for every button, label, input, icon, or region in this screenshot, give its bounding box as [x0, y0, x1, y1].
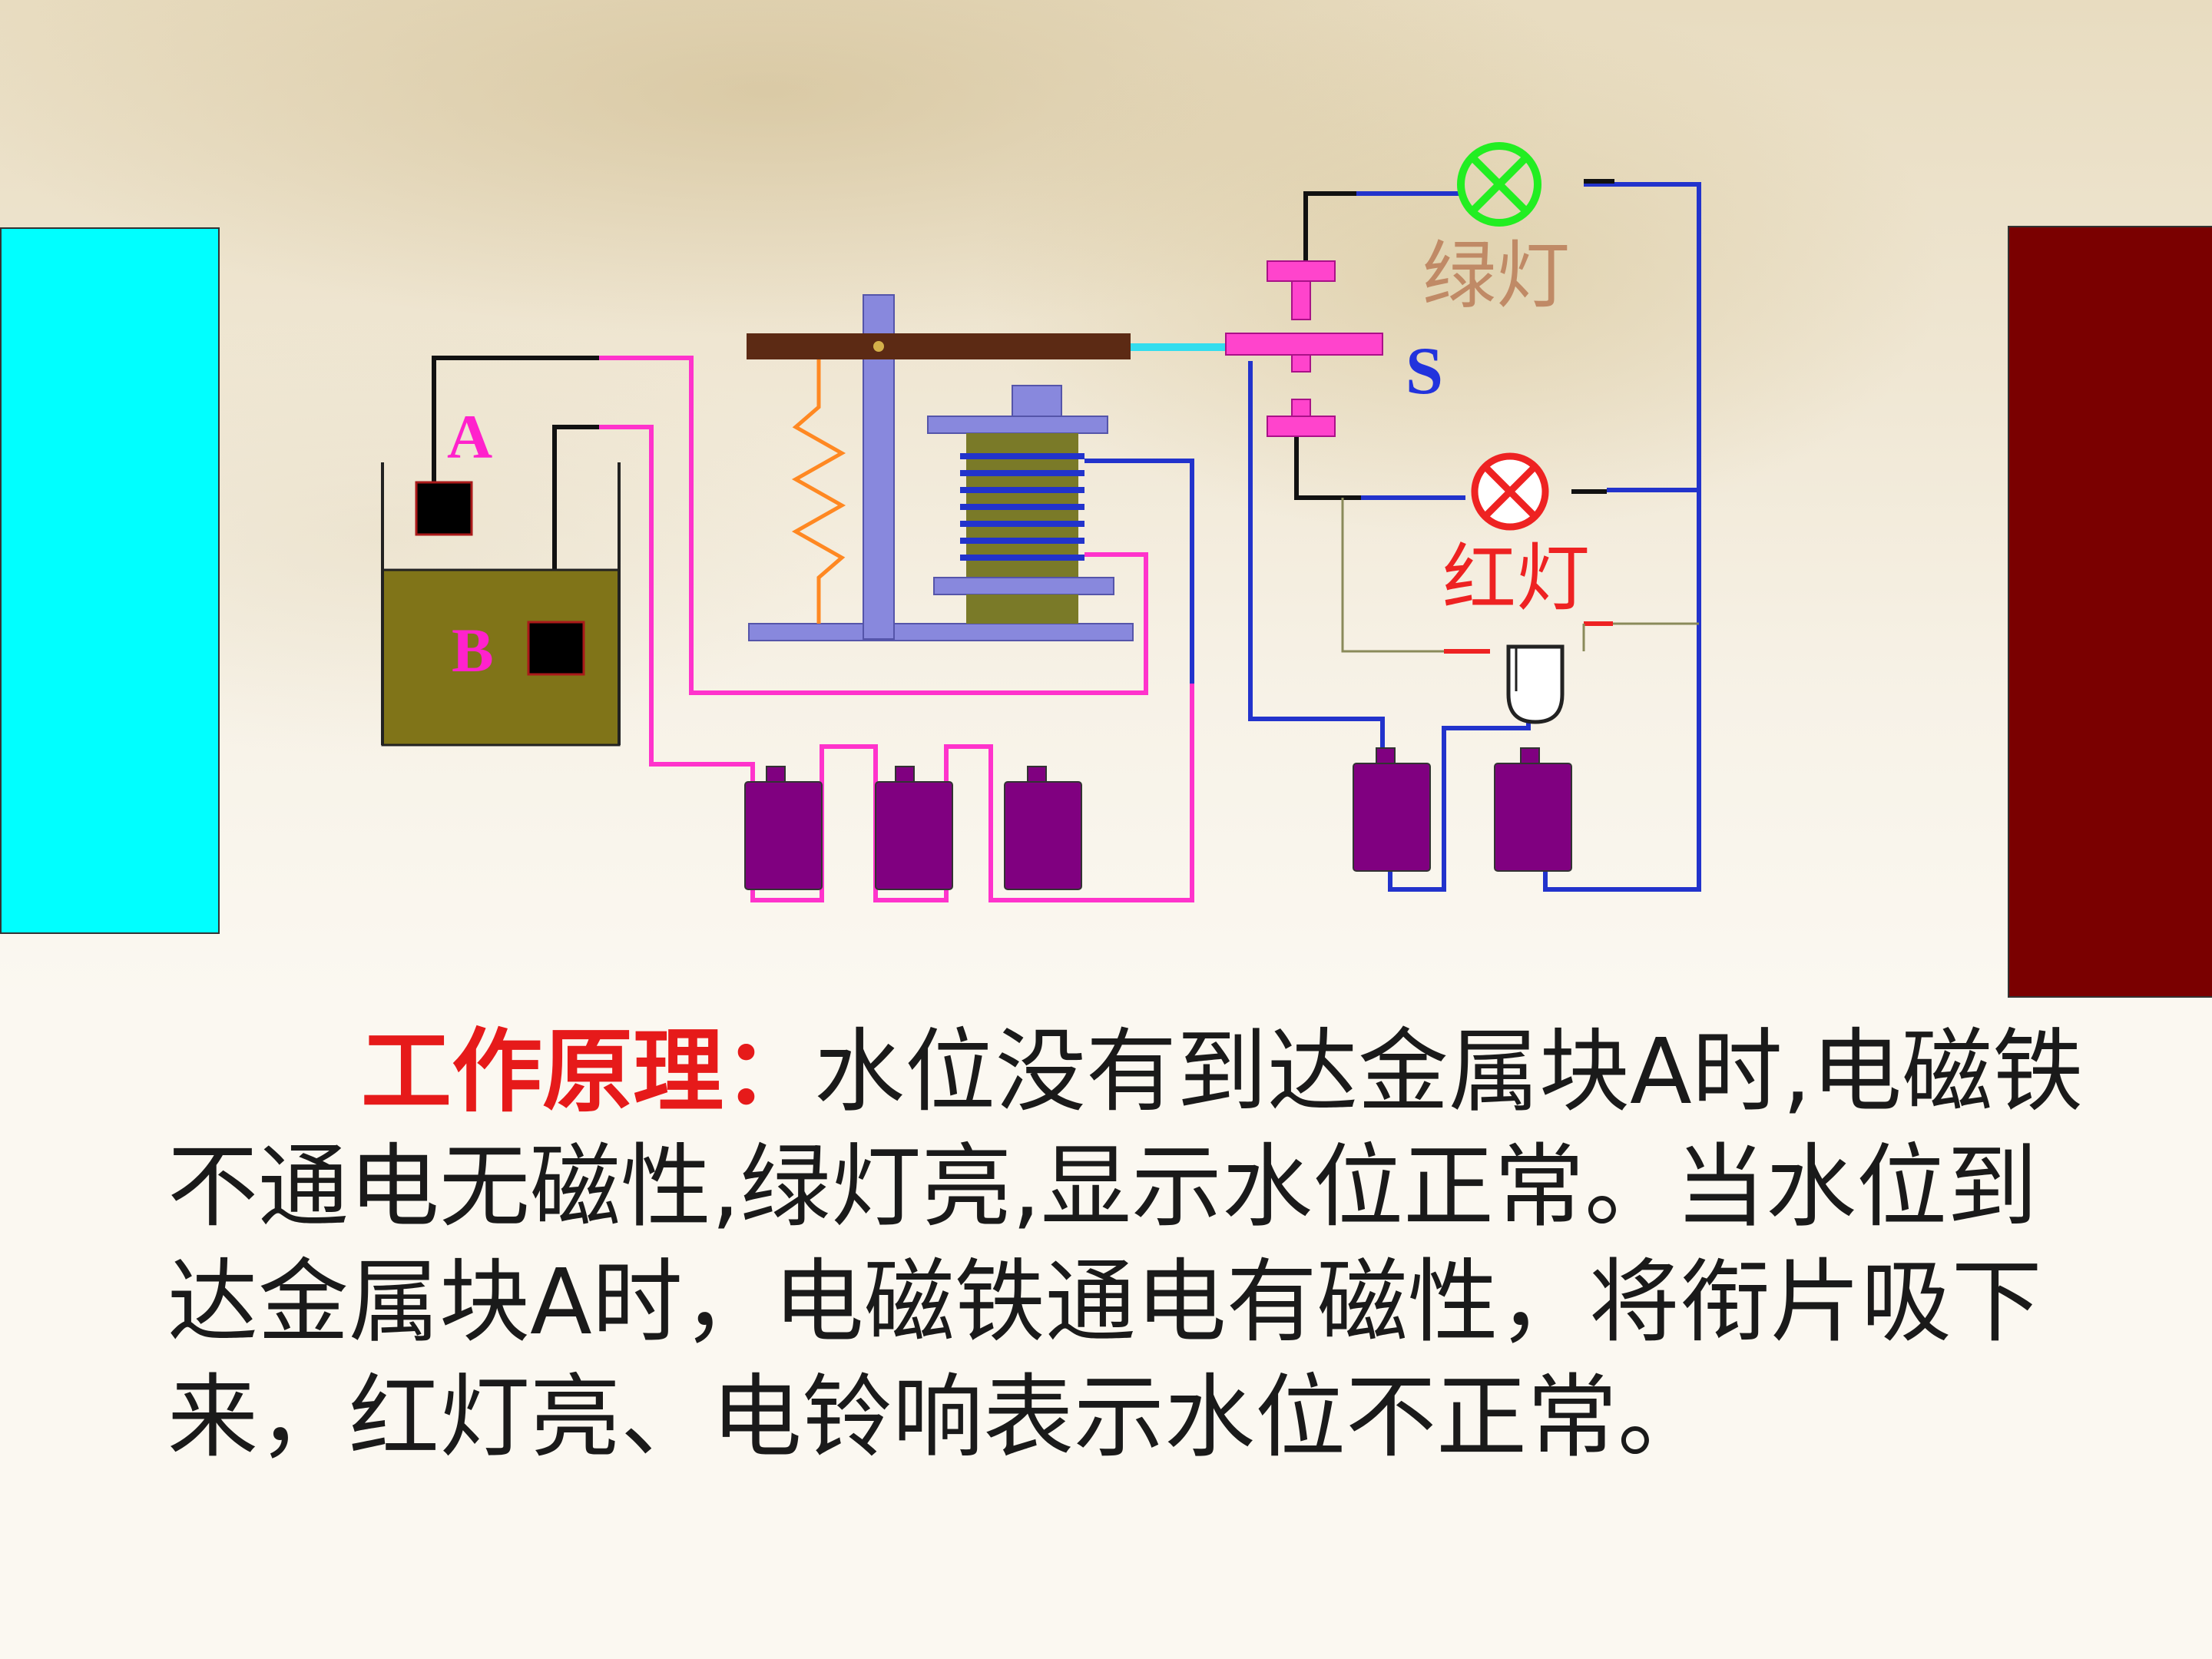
metal-block-b: [527, 621, 585, 676]
control-batteries: [744, 766, 1082, 890]
metal-block-a: [415, 481, 473, 536]
armature: [747, 333, 1131, 359]
water-tank: A B: [381, 402, 621, 747]
red-lamp-label: 红灯: [1442, 535, 1590, 621]
slide-background: [0, 0, 2212, 998]
spring: [791, 359, 846, 624]
label-s: S: [1406, 334, 1443, 409]
working-circuit-wires: [1248, 179, 1701, 892]
relay-base: [748, 623, 1134, 641]
principle-line-2: 不通电无磁性,绿灯亮,显示水位正常。当水位到: [167, 1134, 2038, 1240]
switch-s: S: [1225, 260, 1443, 437]
green-lamp: 绿灯: [1422, 142, 1570, 319]
right-maroon-panel: [2008, 226, 2212, 998]
principle-heading: 工作原理：: [361, 1018, 815, 1124]
red-lamp: 红灯: [1442, 452, 1590, 621]
principle-line-1-body: 水位没有到达金属块A时,电磁铁: [814, 1018, 2084, 1124]
principle-line-4: 来，红灯亮、电铃响表示水位不正常。: [167, 1364, 1709, 1470]
coil: [960, 453, 1084, 561]
green-lamp-label: 绿灯: [1422, 233, 1570, 319]
bell: [1506, 644, 1565, 724]
label-a: A: [447, 402, 492, 472]
relay: [747, 294, 1226, 641]
left-cyan-panel: [0, 227, 220, 934]
water-level-alarm-diagram: A B: [381, 142, 1701, 902]
principle-line-3: 达金属块A时，电磁铁通电有磁性，将衔片吸下: [167, 1249, 2042, 1355]
label-b: B: [452, 615, 494, 685]
working-batteries: [1353, 747, 1572, 872]
working-principle-text: 工作原理：水位没有到达金属块A时,电磁铁 不通电无磁性,绿灯亮,显示水位正常。当…: [167, 1014, 2195, 1475]
principle-line-1: 工作原理：水位没有到达金属块A时,电磁铁: [167, 1014, 2195, 1129]
